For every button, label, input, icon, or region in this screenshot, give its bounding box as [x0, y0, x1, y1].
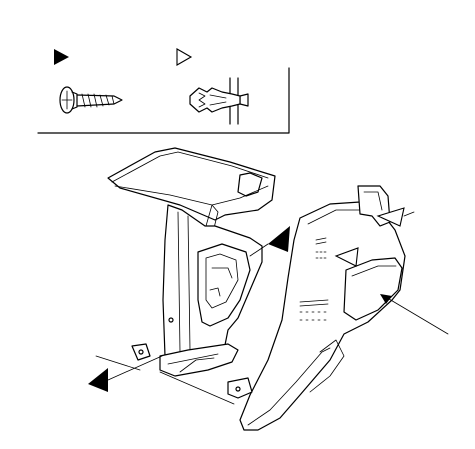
side-cover-panel: [227, 185, 406, 431]
open-triangle-marker: [176, 48, 193, 66]
clip-icon: [189, 77, 249, 125]
legend-box-border: [37, 67, 290, 134]
filled-triangle-callout-lower: [88, 368, 108, 392]
marks-upper-a: [315, 237, 327, 245]
leader-line-left: [95, 355, 141, 371]
leader-line-right: [383, 295, 449, 335]
leader-line-bottom: [159, 371, 235, 405]
open-triangle-callout-cover: [334, 247, 359, 267]
center-console-body: [107, 147, 276, 377]
screw-icon: [59, 86, 123, 114]
filled-triangle-marker: [54, 49, 69, 65]
marks-upper-b: [315, 251, 327, 259]
marks-lower-a: [299, 299, 329, 307]
open-triangle-callout-bracket: [376, 207, 405, 227]
marks-lower-b: [299, 311, 327, 321]
filled-triangle-callout-upper: [268, 226, 290, 252]
fastener-legend: [37, 48, 290, 134]
callouts: [88, 207, 449, 405]
